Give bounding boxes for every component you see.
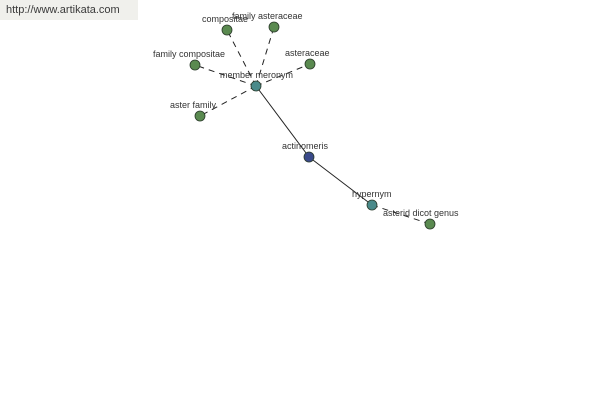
- edge-member-meronym-to-asteraceae: [255, 63, 311, 87]
- node-hypernym[interactable]: hypernym: [352, 189, 392, 211]
- node-family-compositae[interactable]: family compositae: [153, 49, 225, 71]
- node-actinomeris-label[interactable]: actinomeris: [282, 141, 329, 151]
- node-asterid-dicot-genus-label[interactable]: asterid dicot genus: [383, 208, 459, 218]
- node-family-asteraceae[interactable]: family asteraceae: [232, 11, 303, 33]
- node-family-asteraceae-label[interactable]: family asteraceae: [232, 11, 303, 21]
- node-asterid-dicot-genus-dot[interactable]: [424, 218, 436, 230]
- node-compositae-dot[interactable]: [221, 24, 233, 36]
- edge-actinomeris-to-hypernym: [308, 156, 373, 206]
- site-banner: http://www.artikata.com: [0, 0, 138, 20]
- node-compositae[interactable]: compositae: [202, 14, 248, 36]
- node-family-asteraceae-dot[interactable]: [268, 21, 280, 33]
- node-aster-family-label[interactable]: aster family: [170, 100, 217, 110]
- node-aster-family[interactable]: aster family: [170, 100, 217, 122]
- node-family-compositae-dot[interactable]: [189, 59, 201, 71]
- node-member-meronym-label[interactable]: member meronym: [220, 70, 293, 80]
- node-asteraceae-label[interactable]: asteraceae: [285, 48, 330, 58]
- node-actinomeris[interactable]: actinomeris: [282, 141, 329, 163]
- node-family-compositae-label[interactable]: family compositae: [153, 49, 225, 59]
- node-hypernym-dot[interactable]: [366, 199, 378, 211]
- edge-member-meronym-to-actinomeris: [255, 85, 310, 158]
- node-compositae-label[interactable]: compositae: [202, 14, 248, 24]
- site-url-link[interactable]: http://www.artikata.com: [6, 4, 120, 16]
- node-hypernym-label[interactable]: hypernym: [352, 189, 392, 199]
- node-asteraceae[interactable]: asteraceae: [285, 48, 330, 70]
- node-member-meronym[interactable]: member meronym: [220, 70, 293, 92]
- node-actinomeris-dot[interactable]: [303, 151, 315, 163]
- node-asteraceae-dot[interactable]: [304, 58, 316, 70]
- node-asterid-dicot-genus[interactable]: asterid dicot genus: [383, 208, 459, 230]
- node-aster-family-dot[interactable]: [194, 110, 206, 122]
- edges-layer: [194, 26, 431, 225]
- node-member-meronym-dot[interactable]: [250, 80, 262, 92]
